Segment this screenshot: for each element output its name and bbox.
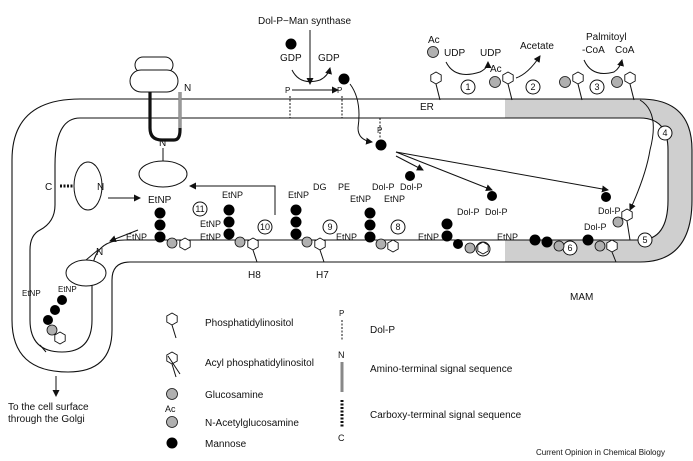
intermediate-step5: Dol-P Dol-P <box>584 192 633 241</box>
dolp-label-6: Dol-P <box>372 182 395 192</box>
legend-carboxy: Carboxy-terminal signal sequence <box>370 410 522 421</box>
ac-label: Ac <box>428 35 440 46</box>
step-2: 2 <box>530 82 535 92</box>
golgi-line1: To the cell surface <box>8 402 89 413</box>
mannose-icon <box>338 73 350 85</box>
acetate-label: Acetate <box>520 41 554 52</box>
step-10: 10 <box>260 222 270 232</box>
dolp-label-5: Dol-P <box>400 182 423 192</box>
credit: Current Opinion in Chemical Biology <box>536 448 665 457</box>
dolp-p-label: P <box>285 86 290 95</box>
mam-region <box>505 99 692 262</box>
etnp-label-8: EtNP <box>200 219 221 229</box>
legend-n: N <box>338 350 345 360</box>
legend-p: P <box>339 309 344 318</box>
er-label: ER <box>420 102 434 113</box>
etnp-label-5: EtNP <box>350 194 371 204</box>
intermediate-step10-h7: EtNP H7 <box>288 190 329 281</box>
dolp-p-label-2: P <box>337 86 342 95</box>
er-membrane-outer <box>11 98 693 373</box>
carboxy-c-label: C <box>45 182 52 193</box>
h7-label: H7 <box>316 270 329 281</box>
step-8: 8 <box>395 222 400 232</box>
legend-c: C <box>338 433 345 443</box>
palmitoyl-coa-label: -CoA <box>582 45 605 56</box>
step-11: 11 <box>195 204 204 214</box>
transamidase-n-label: N <box>159 138 166 149</box>
ribosome <box>129 56 179 93</box>
ribosome-n-label: N <box>184 83 191 94</box>
legend-pi: Phosphatidylinositol <box>205 318 293 329</box>
dolp-p-label-3: P <box>377 126 382 135</box>
pe-label: PE <box>338 182 350 192</box>
step-5: 5 <box>642 235 647 245</box>
etnp-label-9: EtNP <box>200 232 221 242</box>
vesicle-etnp-label-2: EtNP <box>22 289 41 298</box>
er-membrane-inner <box>29 117 669 353</box>
legend: Phosphatidylinositol Acyl phosphatidylin… <box>165 309 522 450</box>
step-4: 4 <box>662 128 667 138</box>
legend-mannose: Mannose <box>205 439 247 450</box>
intermediate-step7: EtNP Dol-P Dol-P <box>457 191 565 252</box>
step-markers: 1 2 3 4 5 6 7 8 9 10 11 <box>192 79 673 257</box>
intermediate-step6 <box>582 234 618 263</box>
legend-ac: Ac <box>165 404 176 414</box>
enzyme-label: Dol-P−Man synthase <box>258 16 352 27</box>
udp-out-label: UDP <box>480 48 501 59</box>
amino-signal-chain <box>148 92 182 142</box>
dolp-label-2: Dol-P <box>584 222 607 232</box>
etnp-label-3: EtNP <box>384 194 405 204</box>
dolp-label-4: Dol-P <box>485 207 508 217</box>
coa-label: CoA <box>615 45 635 56</box>
step-6: 6 <box>567 243 572 253</box>
vesicle-etnp-label: EtNP <box>58 285 77 294</box>
palmitoyl-label: Palmitoyl <box>586 32 627 43</box>
legend-glcnac: N-Acetylglucosamine <box>205 418 299 429</box>
gdp-in-label: GDP <box>280 53 302 64</box>
legend-acyl-pi: Acyl phosphatidylinositol <box>205 358 314 369</box>
glcnac-icon <box>427 46 439 58</box>
vesicle-n-label: N <box>96 247 103 258</box>
intermediate-h8: EtNP EtNP EtNP H8 <box>200 190 261 281</box>
intermediate-step9: EtNP DG PE EtNP <box>313 182 399 253</box>
etnp-label-6: EtNP <box>288 190 309 200</box>
carboxy-n-label: N <box>97 182 104 193</box>
dolp-label: Dol-P <box>598 206 621 216</box>
ac-label-2: Ac <box>490 64 502 75</box>
h8-label: H8 <box>248 270 261 281</box>
transamidase-ellipse <box>138 160 188 188</box>
intermediate-step8: EtNP Dol-P Dol-P EtNP <box>372 171 489 255</box>
mannose-icon <box>285 38 297 50</box>
dg-label: DG <box>313 182 327 192</box>
legend-dolp: Dol-P <box>370 325 395 336</box>
mam-label: MAM <box>570 292 593 303</box>
gdp-out-label: GDP <box>318 53 340 64</box>
dolp-label-3: Dol-P <box>457 207 480 217</box>
transamidase-etnp-label: EtNP <box>148 195 172 206</box>
etnp-label-10: EtNP <box>126 232 147 242</box>
etnp-label-2: EtNP <box>418 232 439 242</box>
legend-amino: Amino-terminal signal sequence <box>370 364 513 375</box>
etnp-label-4: EtNP <box>336 232 357 242</box>
step-1: 1 <box>465 82 470 92</box>
golgi-line2: through the Golgi <box>8 414 85 425</box>
etnp-label-7: EtNP <box>222 190 243 200</box>
step-9: 9 <box>327 222 332 232</box>
mannose-icon <box>375 139 387 151</box>
etnp-label: EtNP <box>497 232 518 242</box>
legend-glucosamine: Glucosamine <box>205 390 264 401</box>
step-3: 3 <box>594 82 599 92</box>
udp-in-label: UDP <box>444 48 465 59</box>
